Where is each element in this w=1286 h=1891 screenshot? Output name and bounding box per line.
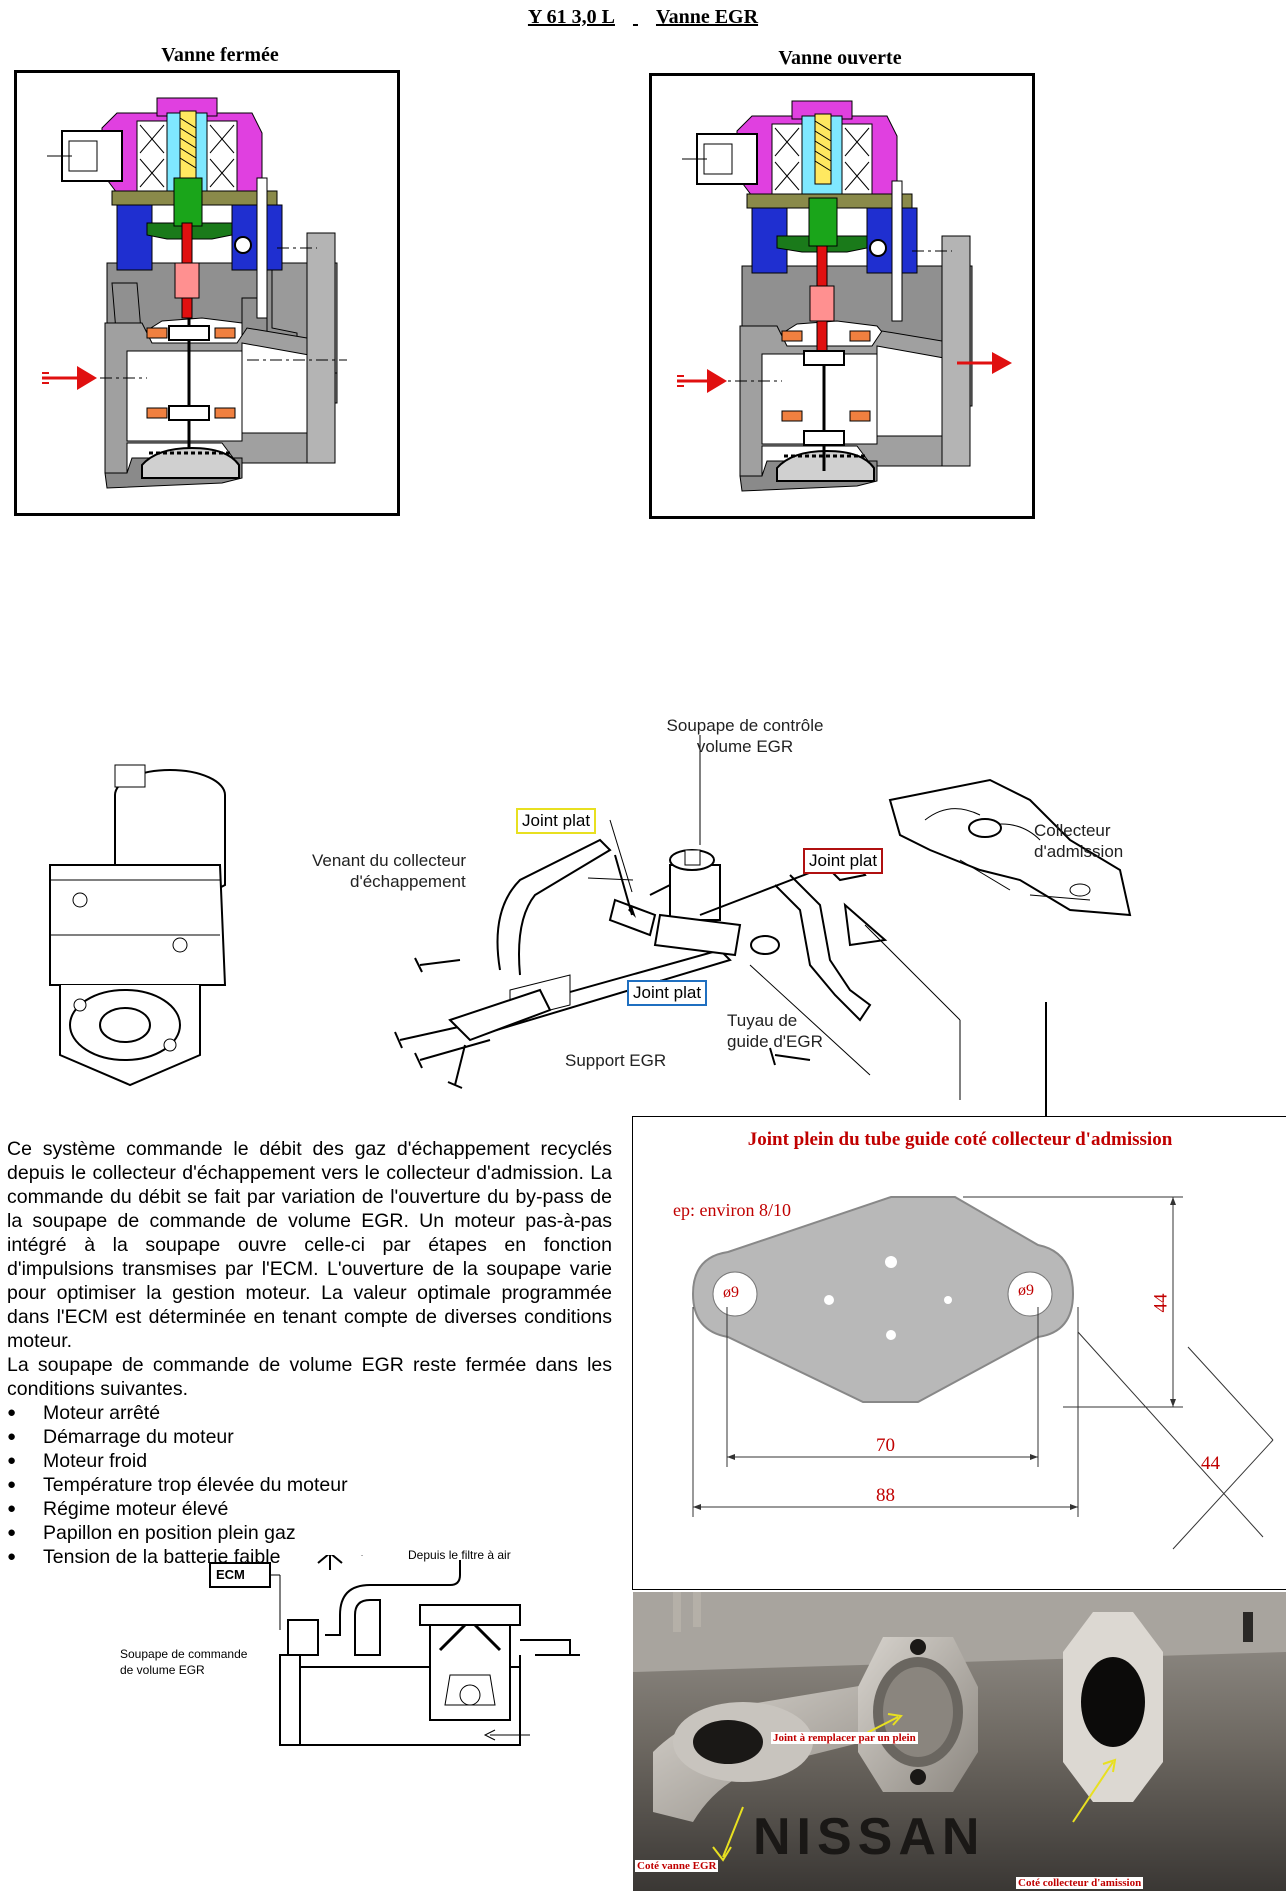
from-exhaust-label-line1: Venant du collecteur: [312, 851, 467, 870]
intake-manifold-label-line2: d'admission: [1034, 842, 1124, 861]
open-valve-title: Vanne ouverte: [778, 47, 902, 69]
gasket-dim-diagonal: 44: [1201, 1453, 1220, 1474]
control-valve-label: Soupape de contrôle volume EGR: [660, 715, 830, 757]
header-model: Y 61 3,0 L: [527, 6, 615, 28]
gasket-dim-outer: 88: [876, 1485, 895, 1506]
description-block: Ce système commande le débit des gaz d'é…: [7, 1137, 612, 1401]
condition-item: Papillon en position plein gaz: [7, 1521, 427, 1545]
engine-photo-illustration: NISSAN: [633, 1592, 1286, 1891]
gasket-hole-right: ø9: [1018, 1282, 1034, 1299]
from-exhaust-label: Venant du collecteur d'échappement: [312, 850, 466, 892]
open-valve-cross-section: [677, 100, 1012, 492]
guide-tube-label-line2: guide d'EGR: [727, 1032, 823, 1051]
intake-manifold-label-line1: Collecteur: [1034, 821, 1111, 840]
closed-conditions-list: Moteur arrêté Démarrage du moteur Moteur…: [7, 1401, 427, 1569]
air-filter-label: Depuis le filtre à air: [408, 1548, 511, 1562]
replace-joint-label: Joint à remplacer par un plein: [771, 1732, 918, 1744]
schema-valve-label-line1: Soupape de commande: [120, 1647, 248, 1661]
ecm-label: ECM: [216, 1567, 245, 1582]
page-header: Y 61 3,0 L Vanne EGR: [0, 6, 1286, 29]
gasket-drawing-panel: Joint plein du tube guide coté collecteu…: [632, 1116, 1286, 1590]
gasket-title: Joint plein du tube guide coté collecteu…: [747, 1129, 1173, 1150]
condition-item: Moteur arrêté: [7, 1401, 427, 1425]
intake-manifold-label: Collecteur d'admission: [1034, 820, 1123, 862]
schema-valve-label-line2: de volume EGR: [120, 1663, 205, 1677]
gasket-dim-height: 44: [1150, 1293, 1172, 1313]
egr-assembly-exploded-view: [394, 735, 1132, 1100]
flat-joint-label-red: Joint plat: [803, 848, 884, 874]
flat-joint-label-blue: Joint plat: [627, 980, 708, 1006]
egr-side-label: Coté vanne EGR: [635, 1860, 719, 1872]
support-egr-label: Support EGR: [565, 1051, 667, 1070]
condition-item: Moteur froid: [7, 1449, 427, 1473]
brand-text: NISSAN: [753, 1808, 985, 1866]
guide-tube-label-line1: Tuyau de: [727, 1011, 798, 1030]
condition-item: Démarrage du moteur: [7, 1425, 427, 1449]
engine-photo: NISSAN Joint à remplacer par un plein Co…: [633, 1592, 1286, 1891]
gasket-shape: [691, 1196, 1274, 1550]
control-valve-label-line2: volume EGR: [696, 737, 794, 756]
closed-valve-title: Vanne fermée: [161, 44, 279, 66]
from-exhaust-label-line2: d'échappement: [350, 872, 466, 891]
gasket-dim-inner: 70: [876, 1435, 895, 1456]
guide-tube-label: Tuyau de guide d'EGR: [727, 1010, 823, 1052]
gasket-hole-left: ø9: [723, 1284, 739, 1301]
egr-system-schema: [209, 1555, 580, 1746]
egr-valve-perspective-drawing: [49, 764, 227, 1087]
condition-item: Régime moteur élevé: [7, 1497, 427, 1521]
header-subject: Vanne EGR: [655, 6, 759, 28]
condition-item: Température trop élevée du moteur: [7, 1473, 427, 1497]
gasket-thickness: ep: environ 8/10: [673, 1200, 791, 1220]
closed-conditions-intro: La soupape de commande de volume EGR res…: [7, 1354, 612, 1400]
open-valve-frame: [649, 73, 1035, 519]
gasket-leader-line: [1045, 1002, 1047, 1116]
closed-valve-cross-section: [42, 97, 347, 489]
control-valve-label-line1: Soupape de contrôle: [666, 716, 824, 735]
schema-valve-label: Soupape de commande de volume EGR: [120, 1646, 247, 1678]
description-paragraph: Ce système commande le débit des gaz d'é…: [7, 1138, 612, 1352]
intake-side-label: Coté collecteur d'amission: [1016, 1877, 1144, 1889]
closed-valve-frame: [14, 70, 400, 516]
flat-joint-label-yellow: Joint plat: [516, 808, 597, 834]
